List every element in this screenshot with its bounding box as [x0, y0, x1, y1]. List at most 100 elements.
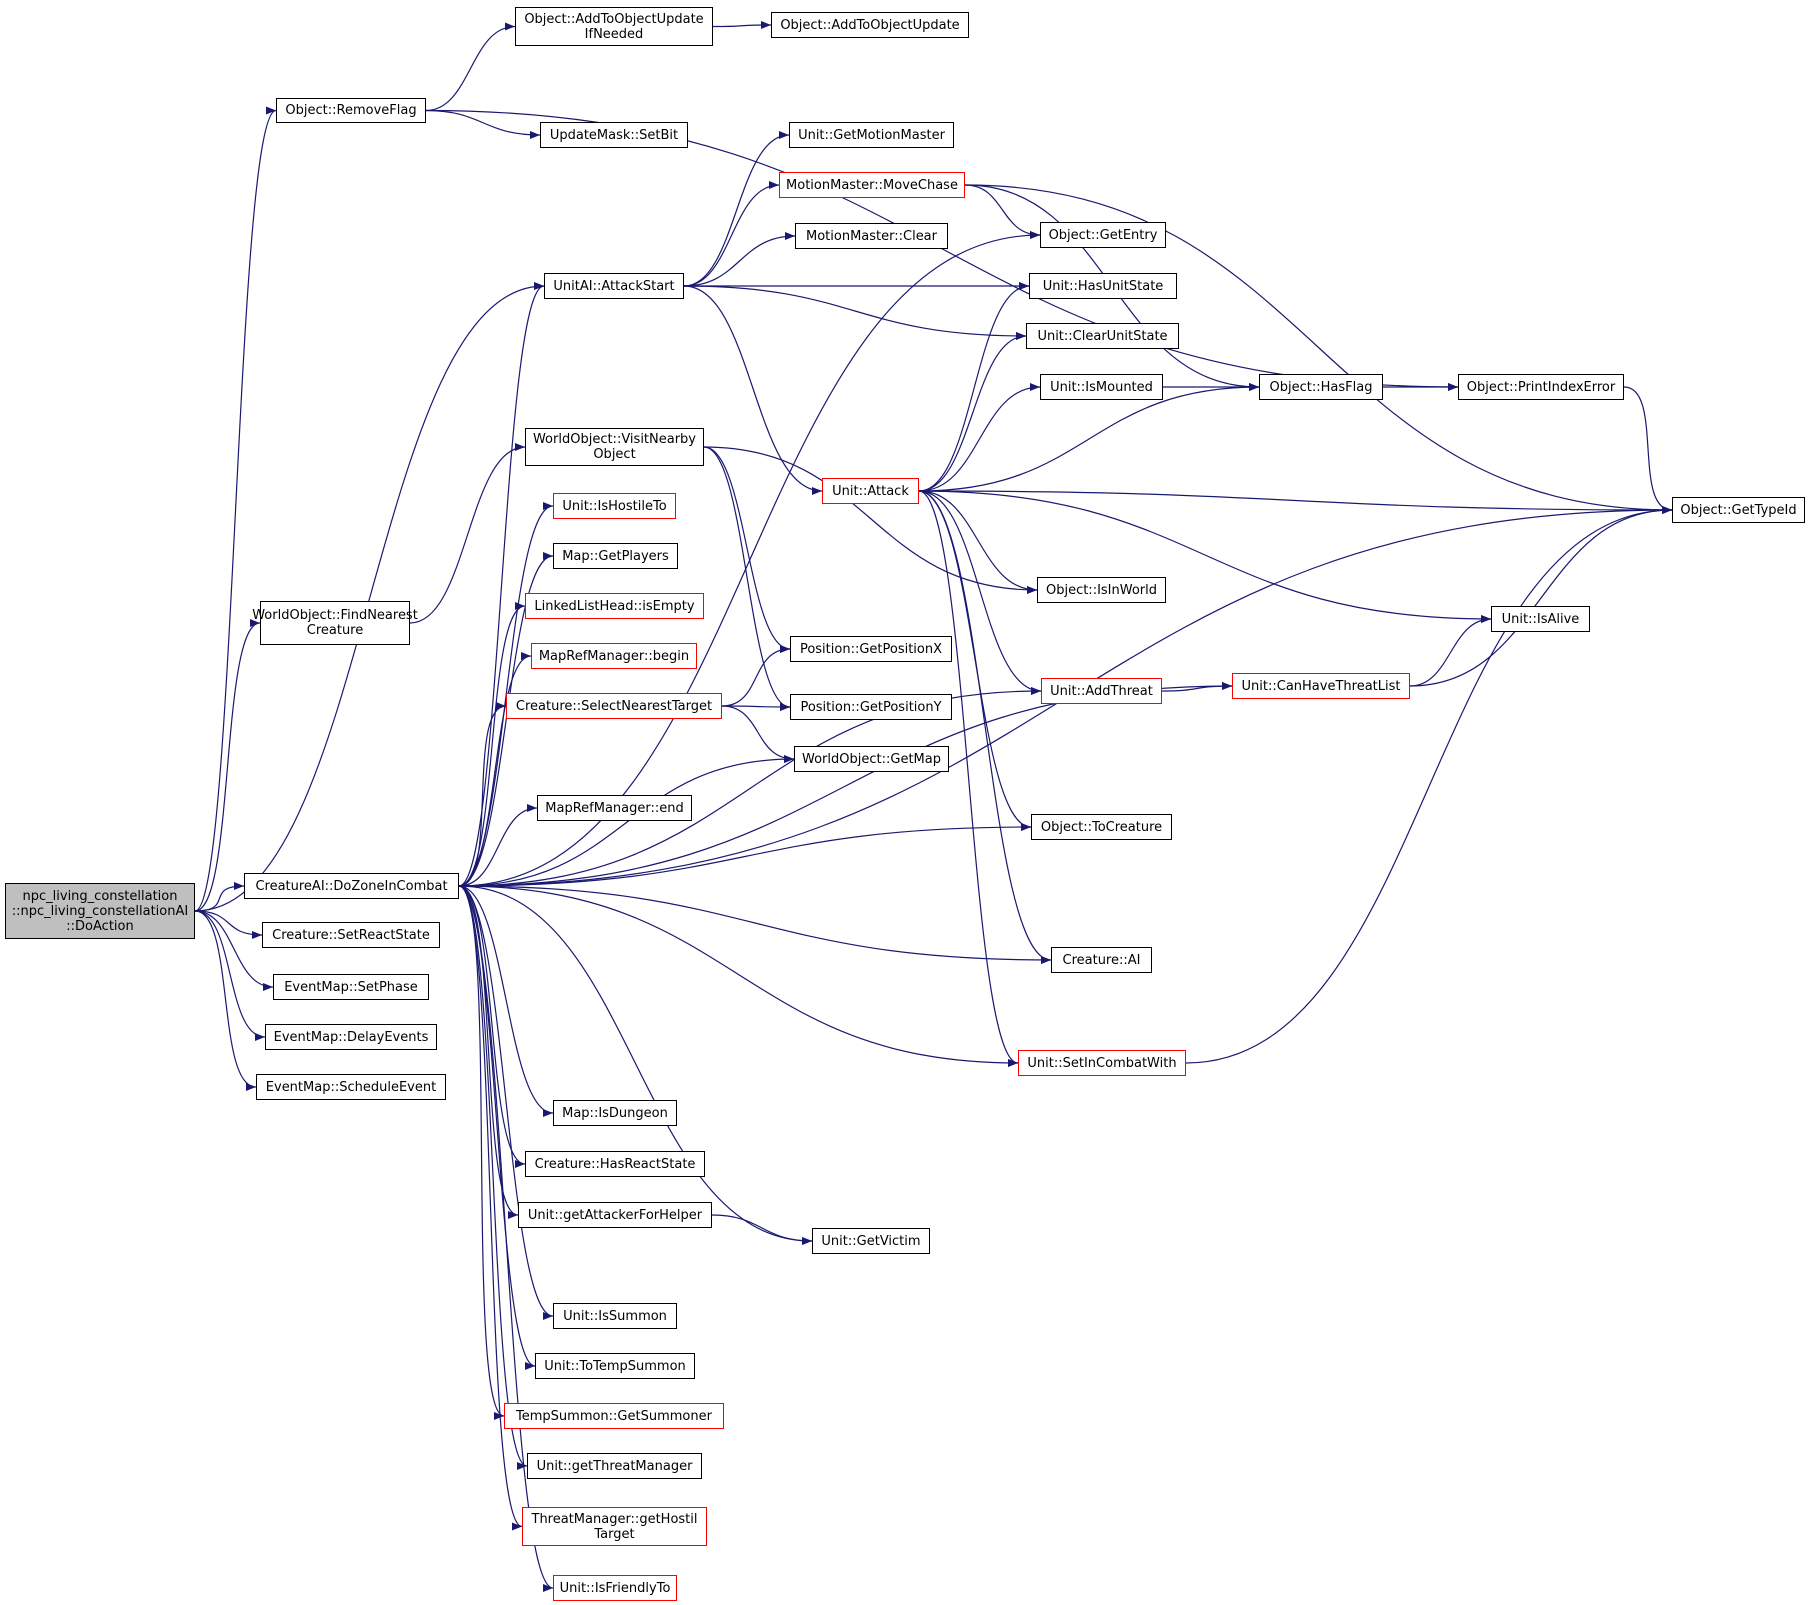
node-object-tocreature[interactable]: Object::ToCreature: [1031, 814, 1172, 840]
edge-attackstart-to-mmclear: [683, 232, 796, 287]
node-object-gettypeid[interactable]: Object::GetTypeId: [1672, 497, 1805, 523]
node-unit-getattackerforhelper[interactable]: Unit::getAttackerForHelper: [518, 1202, 712, 1228]
node-position-getpositionx[interactable]: Position::GetPositionX: [790, 636, 952, 662]
node-label-line: LinkedListHead::isEmpty: [534, 598, 695, 614]
node-tempsummon-getsummoner[interactable]: TempSummon::GetSummoner: [504, 1403, 724, 1429]
edge-root-to-removeflag: [194, 106, 277, 912]
node-eventmap-delayevents[interactable]: EventMap::DelayEvents: [265, 1024, 437, 1050]
node-label-line: Unit::CanHaveThreatList: [1241, 678, 1401, 694]
edge-canhavethreatlist-to-isalive: [1409, 615, 1492, 687]
node-unitai-attackstart[interactable]: UnitAI::AttackStart: [544, 273, 684, 299]
edge-dozone-to-getthreatmanager: [458, 885, 528, 1470]
node-unit-isfriendlyto[interactable]: Unit::IsFriendlyTo: [553, 1575, 677, 1601]
edge-root-to-setreactstate: [194, 910, 263, 939]
node-linkedlisthead-isempty[interactable]: LinkedListHead::isEmpty: [525, 593, 704, 619]
node-object-printindexerror[interactable]: Object::PrintIndexError: [1458, 374, 1624, 400]
node-label-line: UpdateMask::SetBit: [549, 127, 679, 143]
node-unit-setincombatwith[interactable]: Unit::SetInCombatWith: [1018, 1050, 1186, 1076]
node-unit-ismounted[interactable]: Unit::IsMounted: [1040, 374, 1163, 400]
node-object-isinworld[interactable]: Object::IsInWorld: [1037, 577, 1166, 603]
node-unit-getthreatmanager[interactable]: Unit::getThreatManager: [527, 1453, 702, 1479]
edge-addthreat-to-canhavethreatlist: [1161, 682, 1233, 692]
node-unit-canhavethreatlist[interactable]: Unit::CanHaveThreatList: [1232, 673, 1410, 699]
edge-addtoupdateifneeded-to-addtoupdate: [712, 21, 772, 30]
node-label-line: Object::GetTypeId: [1680, 502, 1797, 518]
edge-removeflag-to-addtoupdateifneeded: [425, 22, 516, 112]
node-unit-addthreat[interactable]: Unit::AddThreat: [1041, 678, 1162, 704]
node-label-line: CreatureAI::DoZoneInCombat: [255, 878, 448, 894]
node-creature-setreactstate[interactable]: Creature::SetReactState: [262, 922, 440, 948]
node-object-getentry[interactable]: Object::GetEntry: [1040, 222, 1166, 248]
node-label-line: IfNeeded: [584, 26, 644, 42]
node-unit-getmotionmaster[interactable]: Unit::GetMotionMaster: [789, 122, 954, 148]
node-label-line: Unit::AddThreat: [1050, 683, 1153, 699]
edge-dozone-to-end: [458, 804, 538, 887]
node-label-line: Creature::AI: [1062, 952, 1141, 968]
node-label-line: Object::ToCreature: [1040, 819, 1163, 835]
node-label-line: ::DoAction: [66, 918, 134, 934]
edge-attack-to-isalive: [918, 490, 1492, 623]
node-label-line: Position::GetPositionY: [800, 699, 942, 715]
node-maprefmanager-end[interactable]: MapRefManager::end: [537, 795, 692, 821]
edge-dozone-to-attackstart: [458, 282, 545, 887]
node-creature-hasreactstate[interactable]: Creature::HasReactState: [525, 1151, 705, 1177]
node-label-line: Object::RemoveFlag: [285, 103, 417, 118]
node-label-line: Unit::HasUnitState: [1042, 278, 1164, 294]
node-label-line: MotionMaster::MoveChase: [786, 177, 958, 193]
node-label-line: MotionMaster::Clear: [806, 228, 937, 244]
node-unit-ishostileto[interactable]: Unit::IsHostileTo: [553, 493, 676, 519]
edge-dozone-to-setincombatwith: [458, 885, 1019, 1067]
node-label-line: Target: [594, 1526, 635, 1542]
node-eventmap-setphase[interactable]: EventMap::SetPhase: [273, 974, 429, 1000]
node-label-line: TempSummon::GetSummoner: [516, 1408, 712, 1424]
edge-visitnearby-to-getpositionx: [703, 446, 791, 653]
node-label-line: Unit::ClearUnitState: [1037, 328, 1168, 344]
edge-dozone-to-isdungeon: [458, 885, 554, 1117]
node-unit-totempsummon[interactable]: Unit::ToTempSummon: [535, 1353, 695, 1379]
edge-selectnearest-to-getpositiony: [721, 702, 791, 711]
node-label-line: Creature::HasReactState: [534, 1156, 696, 1172]
node-object-removeflag[interactable]: Object::RemoveFlag: [276, 98, 426, 123]
node-worldobject-getmap[interactable]: WorldObject::GetMap: [794, 746, 949, 772]
node-unit-clearunitstate[interactable]: Unit::ClearUnitState: [1026, 323, 1179, 349]
node-map-getplayers[interactable]: Map::GetPlayers: [553, 543, 678, 569]
node-label-line: Unit::IsSummon: [563, 1308, 667, 1324]
node-eventmap-scheduleevent[interactable]: EventMap::ScheduleEvent: [256, 1074, 446, 1100]
node-label-line: ThreatManager::getHostil: [531, 1511, 698, 1527]
node-map-isdungeon[interactable]: Map::IsDungeon: [553, 1100, 677, 1126]
node-motionmaster-movechase[interactable]: MotionMaster::MoveChase: [779, 172, 965, 198]
node-creature-selectnearesttarget[interactable]: Creature::SelectNearestTarget: [506, 693, 722, 719]
node-motionmaster-clear[interactable]: MotionMaster::Clear: [795, 223, 948, 249]
node-position-getpositiony[interactable]: Position::GetPositionY: [790, 694, 952, 720]
node-creature-ai[interactable]: Creature::AI: [1051, 947, 1152, 973]
node-creatureai-dozoneincombat[interactable]: CreatureAI::DoZoneInCombat: [244, 873, 459, 899]
node-label-line: Unit::getAttackerForHelper: [527, 1207, 703, 1223]
node-label-line: Creature::SelectNearestTarget: [515, 698, 713, 714]
node-label-line: Unit::GetVictim: [821, 1233, 921, 1249]
node-label-line: EventMap::DelayEvents: [273, 1029, 429, 1045]
node-label-line: Unit::getThreatManager: [536, 1458, 693, 1474]
node-unit-attack[interactable]: Unit::Attack: [822, 478, 919, 504]
edge-removeflag-to-setbit: [425, 109, 541, 139]
edge-dozone-to-getattacker: [458, 885, 519, 1219]
node-maprefmanager-begin[interactable]: MapRefManager::begin: [531, 643, 697, 669]
node-unit-isalive[interactable]: Unit::IsAlive: [1491, 606, 1590, 632]
edge-attack-to-creatureai: [918, 490, 1052, 964]
node-object-hasflag[interactable]: Object::HasFlag: [1259, 374, 1383, 400]
node-unit-hasunitstate[interactable]: Unit::HasUnitState: [1029, 273, 1177, 299]
edge-attack-to-hasflag: [918, 383, 1260, 492]
node-label-line: UnitAI::AttackStart: [553, 278, 675, 294]
node-label-line: Object::GetEntry: [1048, 227, 1158, 243]
node-unit-getvictim[interactable]: Unit::GetVictim: [812, 1228, 930, 1254]
node-updatemask-setbit[interactable]: UpdateMask::SetBit: [540, 122, 688, 148]
node-label-line: EventMap::ScheduleEvent: [265, 1079, 437, 1095]
edge-attackstart-to-clearunitstate: [683, 285, 1027, 340]
node-object-addtoobjectupdate[interactable]: Object::AddToObjectUpdate: [771, 12, 969, 38]
node-unit-issummon[interactable]: Unit::IsSummon: [553, 1303, 677, 1329]
edge-movechase-to-gettypeid: [964, 184, 1673, 514]
